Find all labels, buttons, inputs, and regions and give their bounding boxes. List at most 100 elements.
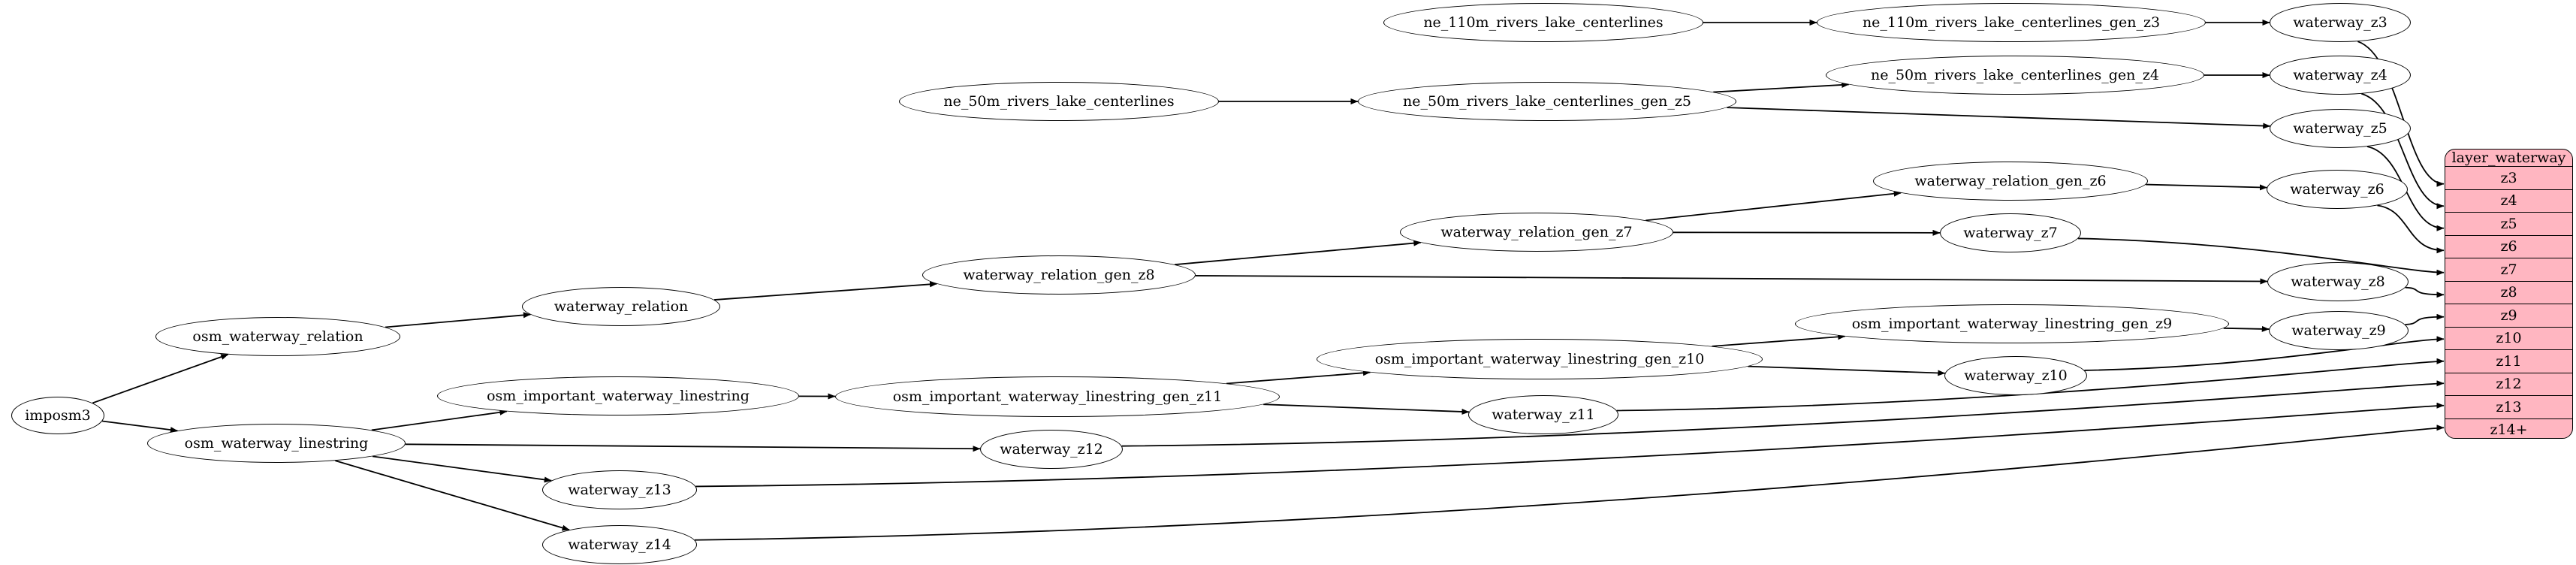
edge-osm_waterway_linestring-to-osm_important_waterway_linestring — [371, 409, 508, 431]
table-row-z9: z9 — [2445, 304, 2572, 327]
node-label: ne_50m_rivers_lake_centerlines_gen_z4 — [1870, 67, 2160, 83]
edge-waterway_z7-to-layer_waterway-z7 — [2078, 237, 2445, 276]
edge-waterway_relation-to-waterway_relation_gen_z8 — [713, 281, 937, 301]
node-label: waterway_relation — [554, 298, 689, 315]
node-label: waterway_relation_gen_z8 — [963, 267, 1155, 283]
node-label: osm_important_waterway_linestring_gen_z9 — [1851, 316, 2173, 332]
edge-waterway_relation_gen_z8-to-waterway_relation_gen_z7 — [1175, 240, 1422, 266]
edge-waterway_z10-to-layer_waterway-z10 — [2084, 336, 2445, 371]
node-label: ne_50m_rivers_lake_centerlines_gen_z5 — [1402, 93, 1692, 110]
node-label: osm_waterway_linestring — [184, 435, 369, 452]
table-row-z6: z6 — [2445, 234, 2572, 258]
edge-osm_waterway_linestring-to-waterway_z14 — [335, 460, 570, 531]
node-label: ne_110m_rivers_lake_centerlines_gen_z3 — [1862, 14, 2161, 31]
node-ne_50m_rivers_lake_centerlines_gen_z5: ne_50m_rivers_lake_centerlines_gen_z5 — [1358, 82, 1736, 121]
node-osm_important_waterway_linestring_gen_z10: osm_important_waterway_linestring_gen_z1… — [1317, 339, 1763, 379]
node-label: imposm3 — [25, 407, 91, 424]
node-label: waterway_z6 — [2290, 181, 2384, 198]
edge-waterway_relation_gen_z7-to-waterway_z7 — [1673, 229, 1941, 236]
node-osm_important_waterway_linestring: osm_important_waterway_linestring — [437, 376, 799, 415]
node-label: ne_50m_rivers_lake_centerlines — [943, 93, 1175, 110]
node-label: osm_important_waterway_linestring_gen_z1… — [892, 388, 1223, 405]
edge-waterway_relation_gen_z6-to-waterway_z6 — [2146, 183, 2267, 191]
node-waterway_z14: waterway_z14 — [542, 525, 697, 564]
node-label: waterway_z10 — [1964, 367, 2068, 384]
edge-waterway_z3-to-layer_waterway-z3 — [2357, 41, 2445, 187]
node-waterway_relation: waterway_relation — [522, 287, 720, 326]
node-waterway_z11: waterway_z11 — [1468, 395, 1618, 434]
edge-waterway_z6-to-layer_waterway-z6 — [2377, 204, 2445, 254]
node-label: waterway_z8 — [2291, 273, 2385, 290]
node-waterway_z4: waterway_z4 — [2270, 56, 2411, 95]
node-ne_50m_rivers_lake_centerlines_gen_z4: ne_50m_rivers_lake_centerlines_gen_z4 — [1826, 56, 2204, 95]
node-waterway_z3: waterway_z3 — [2270, 3, 2411, 42]
table-row-z3: z3 — [2445, 166, 2572, 189]
node-label: osm_waterway_relation — [192, 328, 363, 345]
table-row-z14+: z14+ — [2445, 418, 2572, 438]
node-waterway_z9: waterway_z9 — [2269, 311, 2409, 350]
table-row-z4: z4 — [2445, 189, 2572, 213]
node-waterway_z13: waterway_z13 — [542, 470, 697, 509]
edge-waterway_z8-to-layer_waterway-z8 — [2405, 286, 2445, 298]
node-ne_110m_rivers_lake_centerlines: ne_110m_rivers_lake_centerlines — [1383, 3, 1703, 42]
node-waterway_z5: waterway_z5 — [2270, 109, 2411, 148]
node-label: waterway_z14 — [568, 536, 671, 553]
node-ne_50m_rivers_lake_centerlines: ne_50m_rivers_lake_centerlines — [899, 82, 1219, 121]
edge-imposm3-to-osm_waterway_relation — [92, 353, 229, 404]
edge-waterway_relation_gen_z8-to-waterway_z8 — [1195, 275, 2268, 285]
edge-waterway_z13-to-layer_waterway-z13 — [695, 402, 2445, 488]
edge-waterway_z4-to-layer_waterway-z4 — [2361, 92, 2445, 210]
node-label: osm_important_waterway_linestring_gen_z1… — [1374, 351, 1705, 367]
node-ne_110m_rivers_lake_centerlines_gen_z3: ne_110m_rivers_lake_centerlines_gen_z3 — [1817, 3, 2206, 42]
node-waterway_z8: waterway_z8 — [2267, 262, 2409, 301]
table-title: layer_waterway — [2451, 150, 2566, 166]
edge-waterway_z14-to-layer_waterway-z14+ — [694, 425, 2445, 541]
edge-imposm3-to-osm_waterway_linestring — [102, 420, 178, 434]
node-waterway_z7: waterway_z7 — [1940, 213, 2081, 252]
edge-osm_waterway_relation-to-waterway_relation — [385, 312, 531, 328]
node-osm_important_waterway_linestring_gen_z11: osm_important_waterway_linestring_gen_z1… — [835, 376, 1280, 417]
node-label: waterway_z5 — [2293, 120, 2387, 137]
edge-osm_important_waterway_linestring_gen_z9-to-waterway_z9 — [2223, 325, 2270, 332]
edge-osm_important_waterway_linestring_gen_z11-to-waterway_z11 — [1263, 403, 1470, 415]
node-label: waterway_z12 — [1000, 441, 1103, 458]
node-label: osm_important_waterway_linestring — [487, 388, 750, 404]
node-osm_waterway_relation: osm_waterway_relation — [155, 317, 400, 356]
node-label: waterway_relation_gen_z6 — [1914, 173, 2107, 189]
edge-osm_important_waterway_linestring_gen_z11-to-osm_important_waterway_linestring_gen_z10 — [1226, 370, 1371, 385]
node-waterway_z12: waterway_z12 — [980, 430, 1123, 469]
node-label: waterway_z3 — [2293, 14, 2387, 31]
edge-osm_important_waterway_linestring_gen_z10-to-waterway_z10 — [1748, 365, 1946, 376]
node-waterway_z10: waterway_z10 — [1944, 356, 2087, 395]
node-waterway_relation_gen_z7: waterway_relation_gen_z7 — [1400, 213, 1673, 252]
node-imposm3: imposm3 — [11, 397, 104, 434]
edge-waterway_z9-to-layer_waterway-z9 — [2405, 313, 2445, 325]
edge-osm_waterway_linestring-to-waterway_z13 — [372, 455, 552, 483]
edge-waterway_z12-to-layer_waterway-z12 — [1121, 380, 2445, 447]
node-osm_important_waterway_linestring_gen_z9: osm_important_waterway_linestring_gen_z9 — [1795, 304, 2229, 343]
node-label: waterway_z11 — [1492, 406, 1595, 423]
edge-osm_waterway_linestring-to-waterway_z12 — [405, 443, 981, 452]
table-row-z5: z5 — [2445, 212, 2572, 235]
table-row-z13: z13 — [2445, 395, 2572, 418]
table-row-z8: z8 — [2445, 280, 2572, 304]
node-label: waterway_z9 — [2291, 322, 2386, 339]
table-row-z12: z12 — [2445, 372, 2572, 396]
node-waterway_relation_gen_z8: waterway_relation_gen_z8 — [922, 255, 1196, 295]
node-label: waterway_z4 — [2293, 67, 2387, 83]
node-waterway_relation_gen_z6: waterway_relation_gen_z6 — [1873, 162, 2148, 201]
node-label: waterway_z7 — [1963, 225, 2058, 241]
table-row-z10: z10 — [2445, 326, 2572, 350]
node-label: ne_110m_rivers_lake_centerlines — [1423, 14, 1664, 31]
edge-ne_50m_rivers_lake_centerlines_gen_z5-to-ne_50m_rivers_lake_centerlines_gen_z4 — [1713, 81, 1850, 93]
node-label: waterway_z13 — [568, 482, 671, 498]
edge-ne_50m_rivers_lake_centerlines_gen_z5-to-waterway_z5 — [1727, 107, 2271, 129]
node-osm_waterway_linestring: osm_waterway_linestring — [147, 424, 406, 463]
node-waterway_z6: waterway_z6 — [2267, 170, 2408, 209]
table-row-z7: z7 — [2445, 258, 2572, 281]
edge-waterway_z11-to-layer_waterway-z11 — [1616, 358, 2445, 412]
edge-waterway_relation_gen_z7-to-waterway_relation_gen_z6 — [1645, 190, 1902, 222]
